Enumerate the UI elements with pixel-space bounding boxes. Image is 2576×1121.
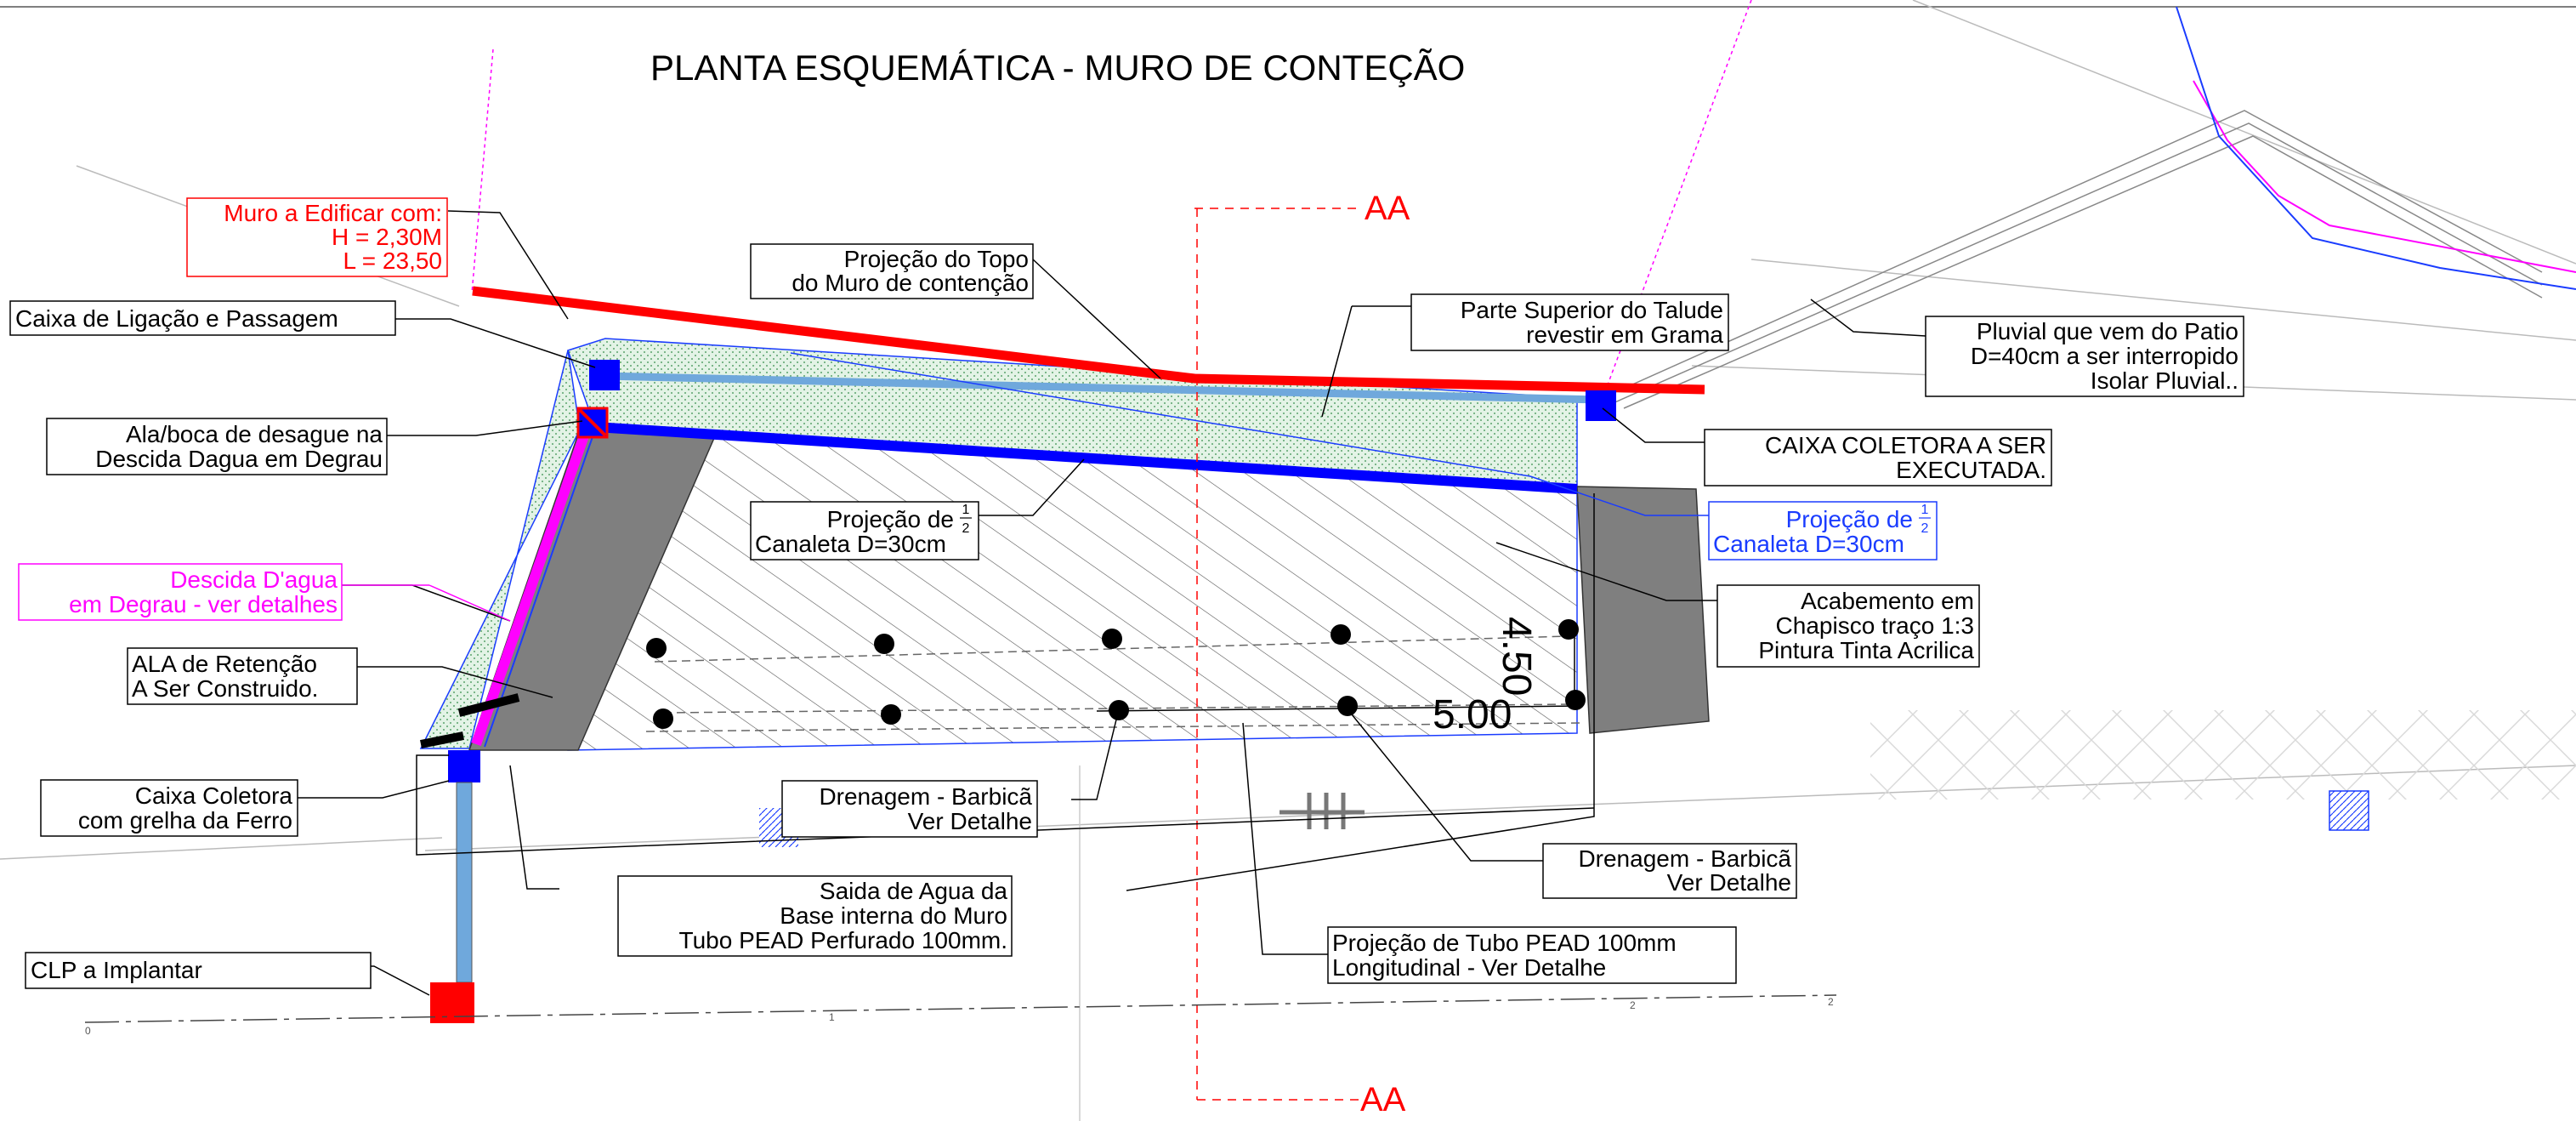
blue-hatch-symbol-right [2329,790,2369,831]
scale-tick-2: 2 [1630,999,1636,1011]
clp-box [430,982,474,1023]
label-caixa-ligacao: Caixa de Ligação e Passagem [9,300,396,336]
label-ala-boca: Ala/boca de desague na Descida Dagua em … [46,418,388,475]
label-ala-boca-line1: Ala/boca de desague na [126,421,383,447]
label-caixa-coletora-executar-line1: CAIXA COLETORA A SER [1765,432,2046,458]
label-projecao-topo-line1: Projeção do Topo [844,246,1029,272]
descida-edge [484,429,596,748]
tube-symbol [1279,793,1365,829]
section-label-bottom: AA [1360,1081,1406,1118]
label-acabamento-line2: Chapisco traço 1:3 [1776,612,1974,639]
label-projecao-canaleta-blue-line1: Projeção de [1786,506,1913,532]
label-clp: CLP a Implantar [25,952,372,989]
caixa-coletora-grelha-box [448,750,480,782]
label-acabamento: Acabemento em Chapisco traço 1:3 Pintura… [1716,584,1980,668]
label-tubo-line1: Projeção de Tubo PEAD 100mm [1332,930,1677,956]
label-ala-retencao-line2: A Ser Construido. [132,675,318,702]
label-pluvial-line3: Isolar Pluvial.. [2091,367,2238,394]
label-acabamento-line3: Pintura Tinta Acrilica [1758,637,1974,663]
label-drenagem-right: Drenagem - Barbicã Ver Detalhe [1542,843,1797,899]
blue-contour [2176,6,2576,290]
scale-tick-3: 2 [1828,996,1834,1008]
left-grass-wing [419,350,581,749]
leader-canaleta-blue [790,352,1709,516]
caixa-ligacao-box [589,360,620,390]
label-parte-superior-line2: revestir em Grama [1526,322,1723,348]
label-projecao-canaleta-blue: Projeção de 1 2 Canaleta D=30cm [1708,501,1938,560]
label-muro-line3: L = 23,50 [343,248,442,274]
label-pluvial-line2: D=40cm a ser interropido [1971,343,2238,369]
label-caixa-coletora-grelha: Caixa Coletora com grelha da Ferro [40,779,298,837]
dimensions: 5.00 4.50 [1096,617,1582,737]
label-parte-superior-line1: Parte Superior do Talude [1461,297,1723,323]
section-label-top: AA [1365,190,1410,227]
caixa-coletora-executar-box [1586,390,1616,421]
label-projecao-canaleta-black-line1: Projeção de [827,506,954,532]
label-tubo: Projeção de Tubo PEAD 100mm Longitudinal… [1327,926,1737,984]
label-descida-line2: em Degrau - ver detalhes [69,591,338,617]
page-title: PLANTA ESQUEMÁTICA - MURO DE CONTEÇÃO [650,48,1465,88]
label-muro: Muro a Edificar com: H = 2,30M L = 23,50 [186,197,448,277]
grate-bar-2 [457,693,520,717]
scale-tick-1: 1 [829,1011,835,1023]
label-saida-line1: Saida de Agua da [820,878,1008,904]
label-saida: Saida de Agua da Base interna do Muro Tu… [617,875,1013,957]
label-drenagem-right-line1: Drenagem - Barbicã [1578,845,1791,872]
fraction-num-blue: 1 [1921,503,1929,517]
label-projecao-topo: Projeção do Topo do Muro de contenção [750,243,1034,299]
label-acabamento-line1: Acabemento em [1801,588,1974,614]
grate-bar-1 [420,731,464,748]
canaleta-upper-light [603,372,1599,404]
label-clp-line1: CLP a Implantar [31,957,202,983]
label-caixa-coletora-executar-line2: EXECUTADA. [1896,457,2046,483]
label-parte-superior: Parte Superior do Talude revestir em Gra… [1410,293,1729,351]
label-drenagem-right-line2: Ver Detalhe [1667,869,1791,896]
label-projecao-topo-line2: do Muro de contenção [792,270,1029,296]
label-muro-line1: Muro a Edificar com: [224,200,442,226]
scale-tick-0: 0 [85,1025,91,1037]
fraction-den-blue: 2 [1921,521,1929,536]
leader-drenagem [1126,493,1595,891]
dimension-depth: 4.50 [1494,617,1539,696]
dimension-width: 5.00 [1433,692,1512,737]
label-ala-retencao: ALA de Retenção A Ser Construido. [127,647,358,705]
label-projecao-canaleta-black: Projeção de 1 2 Canaleta D=30cm [750,501,979,560]
label-saida-line2: Base interna do Muro [780,902,1007,929]
magenta-dashed-left [471,48,494,294]
label-drenagem-left-line2: Ver Detalhe [908,808,1032,834]
fraction-den-black: 2 [962,521,970,536]
label-tubo-line2: Longitudinal - Ver Detalhe [1332,954,1606,981]
label-pluvial: Pluvial que vem do Patio D=40cm a ser in… [1925,316,2244,397]
label-drenagem-left: Drenagem - Barbicã Ver Detalhe [781,780,1038,838]
label-caixa-coletora-grelha-line1: Caixa Coletora [135,782,293,809]
label-drenagem-left-line1: Drenagem - Barbicã [819,783,1032,810]
muro-red-line [472,286,1705,395]
magenta-dashed-right [1606,0,1752,388]
label-pluvial-line1: Pluvial que vem do Patio [1977,318,2238,344]
canaleta-blue-line [594,422,1578,494]
fraction-num-black: 1 [962,503,970,517]
magenta-contour [2193,80,2576,273]
label-descida-line1: Descida D'agua [170,566,338,593]
paving-hatch [1870,710,2576,799]
scale-line: 0 1 2 2 [84,994,1837,1037]
label-projecao-canaleta-black-line2: Canaleta D=30cm [755,531,946,557]
label-projecao-canaleta-blue-line2: Canaleta D=30cm [1713,531,1904,557]
pluvial-lines [1597,110,2543,409]
label-caixa-ligacao-line1: Caixa de Ligação e Passagem [15,305,338,332]
tubo-clp [456,782,473,983]
label-ala-retencao-line1: ALA de Retenção [132,651,317,677]
label-descida: Descida D'agua em Degrau - ver detalhes [18,563,343,621]
label-saida-line3: Tubo PEAD Perfurado 100mm. [679,927,1007,953]
label-muro-line2: H = 2,30M [332,224,442,250]
acabamento-gray [1576,486,1710,734]
label-caixa-coletora-grelha-line2: com grelha da Ferro [78,807,292,834]
label-ala-boca-line2: Descida Dagua em Degrau [95,446,383,472]
label-caixa-coletora-executar: CAIXA COLETORA A SER EXECUTADA. [1704,429,2052,487]
section-aa: AA AA [1194,190,1410,1118]
descida-magenta-line [471,422,593,746]
